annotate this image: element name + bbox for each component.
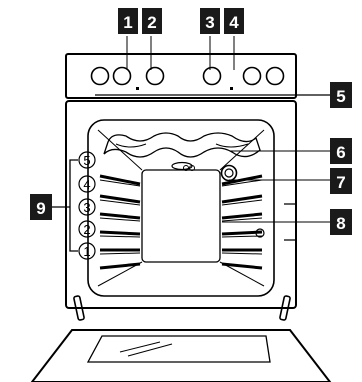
control-knob bbox=[112, 66, 132, 86]
callout-3: 3 bbox=[200, 8, 220, 34]
shelf-level-4-label: 4 bbox=[83, 177, 90, 192]
callout-8: 8 bbox=[330, 209, 352, 235]
callout-5: 5 bbox=[330, 82, 352, 108]
shelf-level-5-label: 5 bbox=[83, 153, 90, 168]
control-panel bbox=[65, 53, 297, 99]
oven-door bbox=[30, 329, 332, 382]
svg-text:3: 3 bbox=[205, 13, 214, 32]
callout-9: 9 bbox=[30, 194, 52, 220]
svg-text:8: 8 bbox=[336, 214, 345, 233]
door-hinges bbox=[73, 295, 291, 321]
indicator-light bbox=[136, 87, 139, 90]
callout-1: 1 bbox=[118, 8, 138, 34]
shelf-level-1-label: 1 bbox=[83, 244, 90, 259]
shelf-level-5-marker bbox=[78, 151, 96, 169]
shelf-level-markers: 5 4 3 2 1 bbox=[78, 151, 96, 260]
shelf-levels-bracket bbox=[69, 159, 78, 252]
door-glass bbox=[86, 335, 271, 363]
svg-text:6: 6 bbox=[336, 143, 345, 162]
callout-7: 7 bbox=[330, 168, 352, 194]
shelf-level-2-label: 2 bbox=[83, 222, 90, 237]
svg-text:5: 5 bbox=[336, 87, 345, 106]
oven-lamp bbox=[220, 164, 238, 182]
control-knob bbox=[145, 66, 165, 86]
oven-back-wall bbox=[141, 169, 221, 263]
shelf-level-3-marker bbox=[78, 198, 96, 216]
control-knob bbox=[242, 66, 262, 86]
shelf-level-4-marker bbox=[78, 175, 96, 193]
leader-lines bbox=[95, 36, 340, 241]
shelf-supports-left bbox=[99, 174, 141, 270]
oven-cavity bbox=[87, 119, 275, 297]
svg-text:1: 1 bbox=[123, 13, 132, 32]
callout-6: 6 bbox=[330, 138, 352, 164]
oven-body bbox=[65, 100, 297, 309]
shelf-level-3-label: 3 bbox=[83, 200, 90, 215]
callout-4: 4 bbox=[224, 8, 244, 34]
svg-text:4: 4 bbox=[229, 13, 239, 32]
svg-text:9: 9 bbox=[36, 199, 45, 218]
control-knob bbox=[90, 66, 110, 86]
callout-2: 2 bbox=[142, 8, 162, 34]
shelf-level-2-marker bbox=[78, 220, 96, 238]
shelf-level-1-marker bbox=[78, 242, 96, 260]
heating-element bbox=[103, 132, 261, 171]
fan-cover bbox=[171, 161, 193, 171]
svg-text:7: 7 bbox=[336, 173, 345, 192]
rear-fan-outlet bbox=[255, 228, 265, 238]
indicator-light bbox=[230, 87, 233, 90]
control-knob bbox=[265, 66, 285, 86]
svg-text:2: 2 bbox=[147, 13, 156, 32]
control-knob bbox=[202, 66, 222, 86]
